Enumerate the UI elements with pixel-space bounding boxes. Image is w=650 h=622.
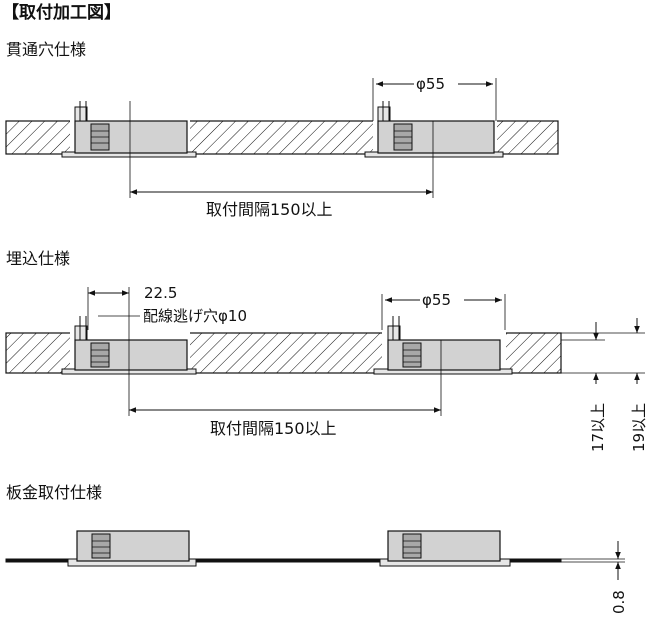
through-fixture-right (364, 78, 504, 198)
through-hole-section: 貫通穴仕様 (5, 40, 559, 219)
embedded-depth17-label: 17以上 (589, 403, 607, 452)
through-dia-label: φ55 (416, 75, 445, 93)
embedded-cable-hole-label: 配線逃げ穴φ10 (143, 307, 247, 325)
sheet-metal-label: 板金取付仕様 (6, 483, 102, 502)
sheet-metal-section: 板金取付仕様 0.8 (5, 483, 628, 614)
sheet-fixture-left (67, 530, 197, 567)
embedded-fixture-right (373, 294, 513, 416)
embedded-fixture-left (61, 287, 197, 416)
sheet-metal-plate (5, 558, 562, 563)
sheet-fixture-right (379, 530, 511, 567)
embedded-offset-label: 22.5 (144, 284, 177, 302)
through-pitch-label: 取付間隔150以上 (206, 200, 333, 219)
through-hole-label: 貫通穴仕様 (6, 40, 86, 59)
embedded-depth19-label: 19以上 (630, 403, 648, 452)
embedded-pitch-label: 取付間隔150以上 (210, 419, 337, 438)
embedded-dia-label: φ55 (422, 291, 451, 309)
embedded-label: 埋込仕様 (6, 249, 70, 268)
sheet-thickness-label: 0.8 (610, 590, 628, 614)
through-fixture-left (61, 101, 197, 198)
drawing-title: 【取付加工図】 (2, 2, 121, 23)
embedded-section: 埋込仕様 (5, 249, 648, 452)
